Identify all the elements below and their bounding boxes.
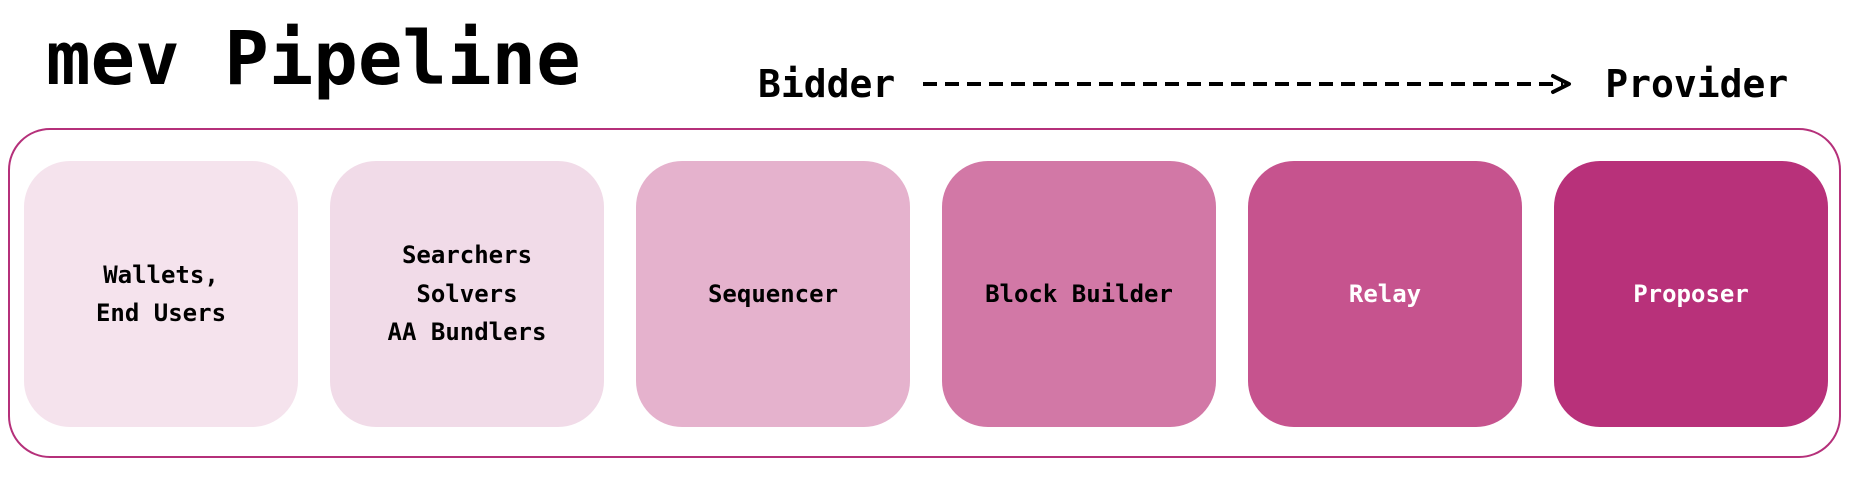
pipeline-container — [8, 128, 1841, 458]
stage-label: Block Builder — [985, 279, 1173, 308]
stage-label: Searchers Solvers AA Bundlers — [387, 241, 547, 347]
stage-block-builder: Block Builder — [942, 161, 1216, 427]
stage-label: Wallets, End Users — [95, 260, 227, 327]
stage-proposer: Proposer — [1554, 161, 1828, 427]
stage-label: Relay — [1348, 279, 1422, 308]
flow-start-label: Bidder — [758, 62, 896, 106]
stage-label: Sequencer — [707, 279, 839, 308]
page-title: mev Pipeline — [46, 16, 581, 102]
bidder-provider-flow: Bidder Provider — [758, 62, 1788, 106]
stage-label: Proposer — [1633, 279, 1749, 308]
flow-end-label: Provider — [1605, 62, 1789, 106]
stage-searchers: Searchers Solvers AA Bundlers — [330, 161, 604, 427]
stage-sequencer: Sequencer — [636, 161, 910, 427]
stage-relay: Relay — [1248, 161, 1522, 427]
stage-wallets: Wallets, End Users — [24, 161, 298, 427]
dashed-arrow-icon — [923, 74, 1572, 94]
